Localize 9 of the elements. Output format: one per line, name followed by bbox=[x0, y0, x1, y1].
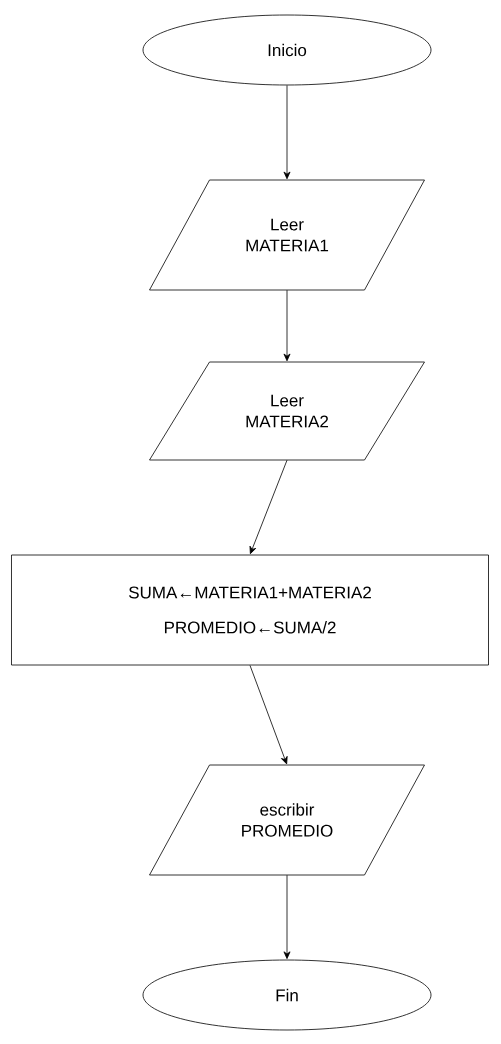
arrow bbox=[249, 459, 288, 555]
arrow bbox=[283, 289, 291, 362]
arrow bbox=[249, 665, 288, 765]
input-output-parallelogram: Leer MATERIA2 bbox=[149, 361, 425, 461]
arrow bbox=[283, 874, 291, 960]
input-output-parallelogram: escribir PROMEDIO bbox=[149, 764, 425, 876]
arrow bbox=[283, 85, 291, 180]
input-output-parallelogram: Leer MATERIA1 bbox=[149, 179, 425, 291]
process-box: SUMA←MATERIA1+MATERIA2 PROMEDIO←SUMA/2 bbox=[11, 554, 489, 666]
